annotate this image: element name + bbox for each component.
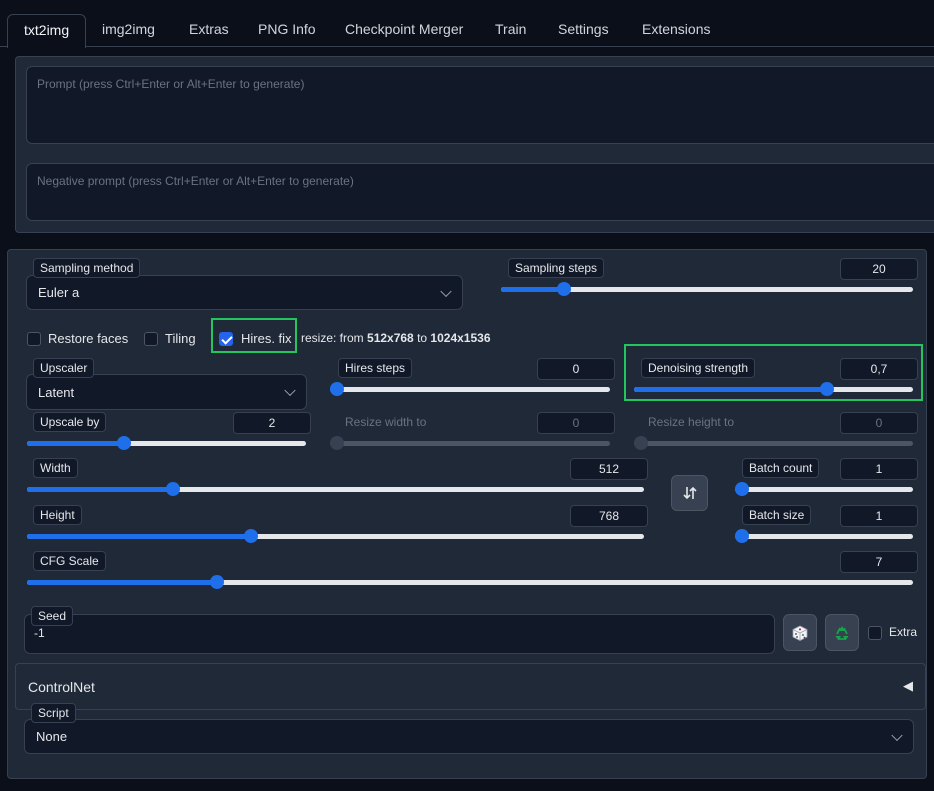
batch-size-slider[interactable] xyxy=(735,528,913,544)
resize-from: 512x768 xyxy=(367,331,414,345)
upscaler-dropdown[interactable]: Latent xyxy=(26,374,307,410)
resize-height-label: Resize height to xyxy=(648,415,735,429)
cfg-scale-slider[interactable] xyxy=(27,574,913,590)
tab-png-info[interactable]: PNG Info xyxy=(258,21,316,37)
sampling-steps-slider[interactable] xyxy=(501,281,913,297)
upscale-by-input[interactable]: 2 xyxy=(233,412,311,434)
seed-value: -1 xyxy=(34,626,45,640)
chevron-down-icon xyxy=(440,285,452,297)
width-input[interactable]: 512 xyxy=(570,458,648,480)
script-value: None xyxy=(36,729,68,744)
extra-seed-checkbox[interactable] xyxy=(868,626,882,640)
prompt-placeholder: Prompt (press Ctrl+Enter or Alt+Enter to… xyxy=(37,77,305,91)
batch-count-input[interactable]: 1 xyxy=(840,458,918,480)
random-seed-button[interactable] xyxy=(783,614,817,651)
upscale-by-label: Upscale by xyxy=(33,412,107,432)
swap-dimensions-button[interactable] xyxy=(671,475,708,511)
upscale-by-slider[interactable] xyxy=(27,435,306,451)
denoising-highlight xyxy=(624,344,923,401)
extra-seed-label: Extra xyxy=(889,625,918,639)
height-label: Height xyxy=(33,505,82,525)
resize-info: resize: from 512x768 to 1024x1536 xyxy=(301,331,491,345)
tab-checkpoint-merger[interactable]: Checkpoint Merger xyxy=(345,21,464,37)
upscaler-value: Latent xyxy=(38,384,75,400)
script-label: Script xyxy=(31,703,76,723)
prompt-input[interactable]: Prompt (press Ctrl+Enter or Alt+Enter to… xyxy=(26,66,934,144)
resize-width-slider[interactable] xyxy=(330,435,610,451)
denoising-strength-label: Denoising strength xyxy=(641,358,756,378)
width-slider[interactable] xyxy=(27,481,644,497)
hires-fix-label: Hires. fix xyxy=(241,331,292,346)
seed-label: Seed xyxy=(31,606,74,626)
reuse-seed-button[interactable] xyxy=(825,614,859,651)
chevron-down-icon xyxy=(284,384,296,397)
script-dropdown[interactable]: None xyxy=(24,719,914,754)
tiling-checkbox[interactable] xyxy=(144,332,158,346)
restore-faces-label: Restore faces xyxy=(48,331,129,346)
batch-size-label: Batch size xyxy=(742,505,812,525)
denoising-strength-input[interactable]: 0,7 xyxy=(840,358,918,380)
batch-size-input[interactable]: 1 xyxy=(840,505,918,527)
hires-steps-input[interactable]: 0 xyxy=(537,358,615,380)
cfg-scale-label: CFG Scale xyxy=(33,551,106,571)
tiling-label: Tiling xyxy=(165,331,196,346)
resize-width-label: Resize width to xyxy=(345,415,427,429)
tab-train[interactable]: Train xyxy=(495,21,527,37)
hires-steps-label: Hires steps xyxy=(338,358,413,378)
restore-faces-checkbox[interactable] xyxy=(27,332,41,346)
controlnet-accordion[interactable]: ControlNet ◀ xyxy=(15,663,926,710)
negative-prompt-input[interactable]: Negative prompt (press Ctrl+Enter or Alt… xyxy=(26,163,934,221)
swap-arrows-icon xyxy=(682,486,697,500)
resize-to: 1024x1536 xyxy=(430,331,491,345)
height-input[interactable]: 768 xyxy=(570,505,648,527)
tab-extras[interactable]: Extras xyxy=(189,21,229,37)
sampling-steps-input[interactable]: 20 xyxy=(840,258,918,280)
resize-width-input[interactable]: 0 xyxy=(537,412,615,434)
prompt-panel: Prompt (press Ctrl+Enter or Alt+Enter to… xyxy=(15,56,934,233)
dice-icon xyxy=(792,625,808,641)
tab-extensions[interactable]: Extensions xyxy=(642,21,711,37)
collapse-arrow-icon: ◀ xyxy=(903,678,913,693)
sampling-method-dropdown[interactable]: Euler a xyxy=(26,275,463,310)
resize-height-slider[interactable] xyxy=(634,435,913,451)
controlnet-label: ControlNet xyxy=(28,679,95,695)
tab-settings[interactable]: Settings xyxy=(558,21,609,37)
batch-count-slider[interactable] xyxy=(735,481,913,497)
negative-prompt-placeholder: Negative prompt (press Ctrl+Enter or Alt… xyxy=(37,174,354,188)
resize-info-prefix: resize: from xyxy=(301,331,368,345)
hires-fix-checkbox[interactable] xyxy=(219,332,233,346)
denoising-strength-slider[interactable] xyxy=(634,381,913,397)
width-label: Width xyxy=(33,458,78,478)
height-slider[interactable] xyxy=(27,528,644,544)
cfg-scale-input[interactable]: 7 xyxy=(840,551,918,573)
seed-input[interactable]: -1 xyxy=(24,614,775,654)
tab-txt2img[interactable]: txt2img xyxy=(7,14,87,48)
tab-bar: txt2img img2img Extras PNG Info Checkpoi… xyxy=(0,0,934,48)
batch-count-label: Batch count xyxy=(742,458,820,478)
recycle-icon xyxy=(835,625,849,640)
hires-steps-slider[interactable] xyxy=(330,381,610,397)
sampling-method-label: Sampling method xyxy=(33,258,141,278)
tab-img2img[interactable]: img2img xyxy=(102,21,155,37)
sampling-method-value: Euler a xyxy=(38,285,80,300)
resize-info-mid: to xyxy=(413,331,431,345)
chevron-down-icon xyxy=(891,729,903,741)
hires-fix-highlight xyxy=(211,318,297,353)
sampling-steps-label: Sampling steps xyxy=(508,258,605,278)
resize-height-input[interactable]: 0 xyxy=(840,412,918,434)
upscaler-label: Upscaler xyxy=(33,358,95,378)
